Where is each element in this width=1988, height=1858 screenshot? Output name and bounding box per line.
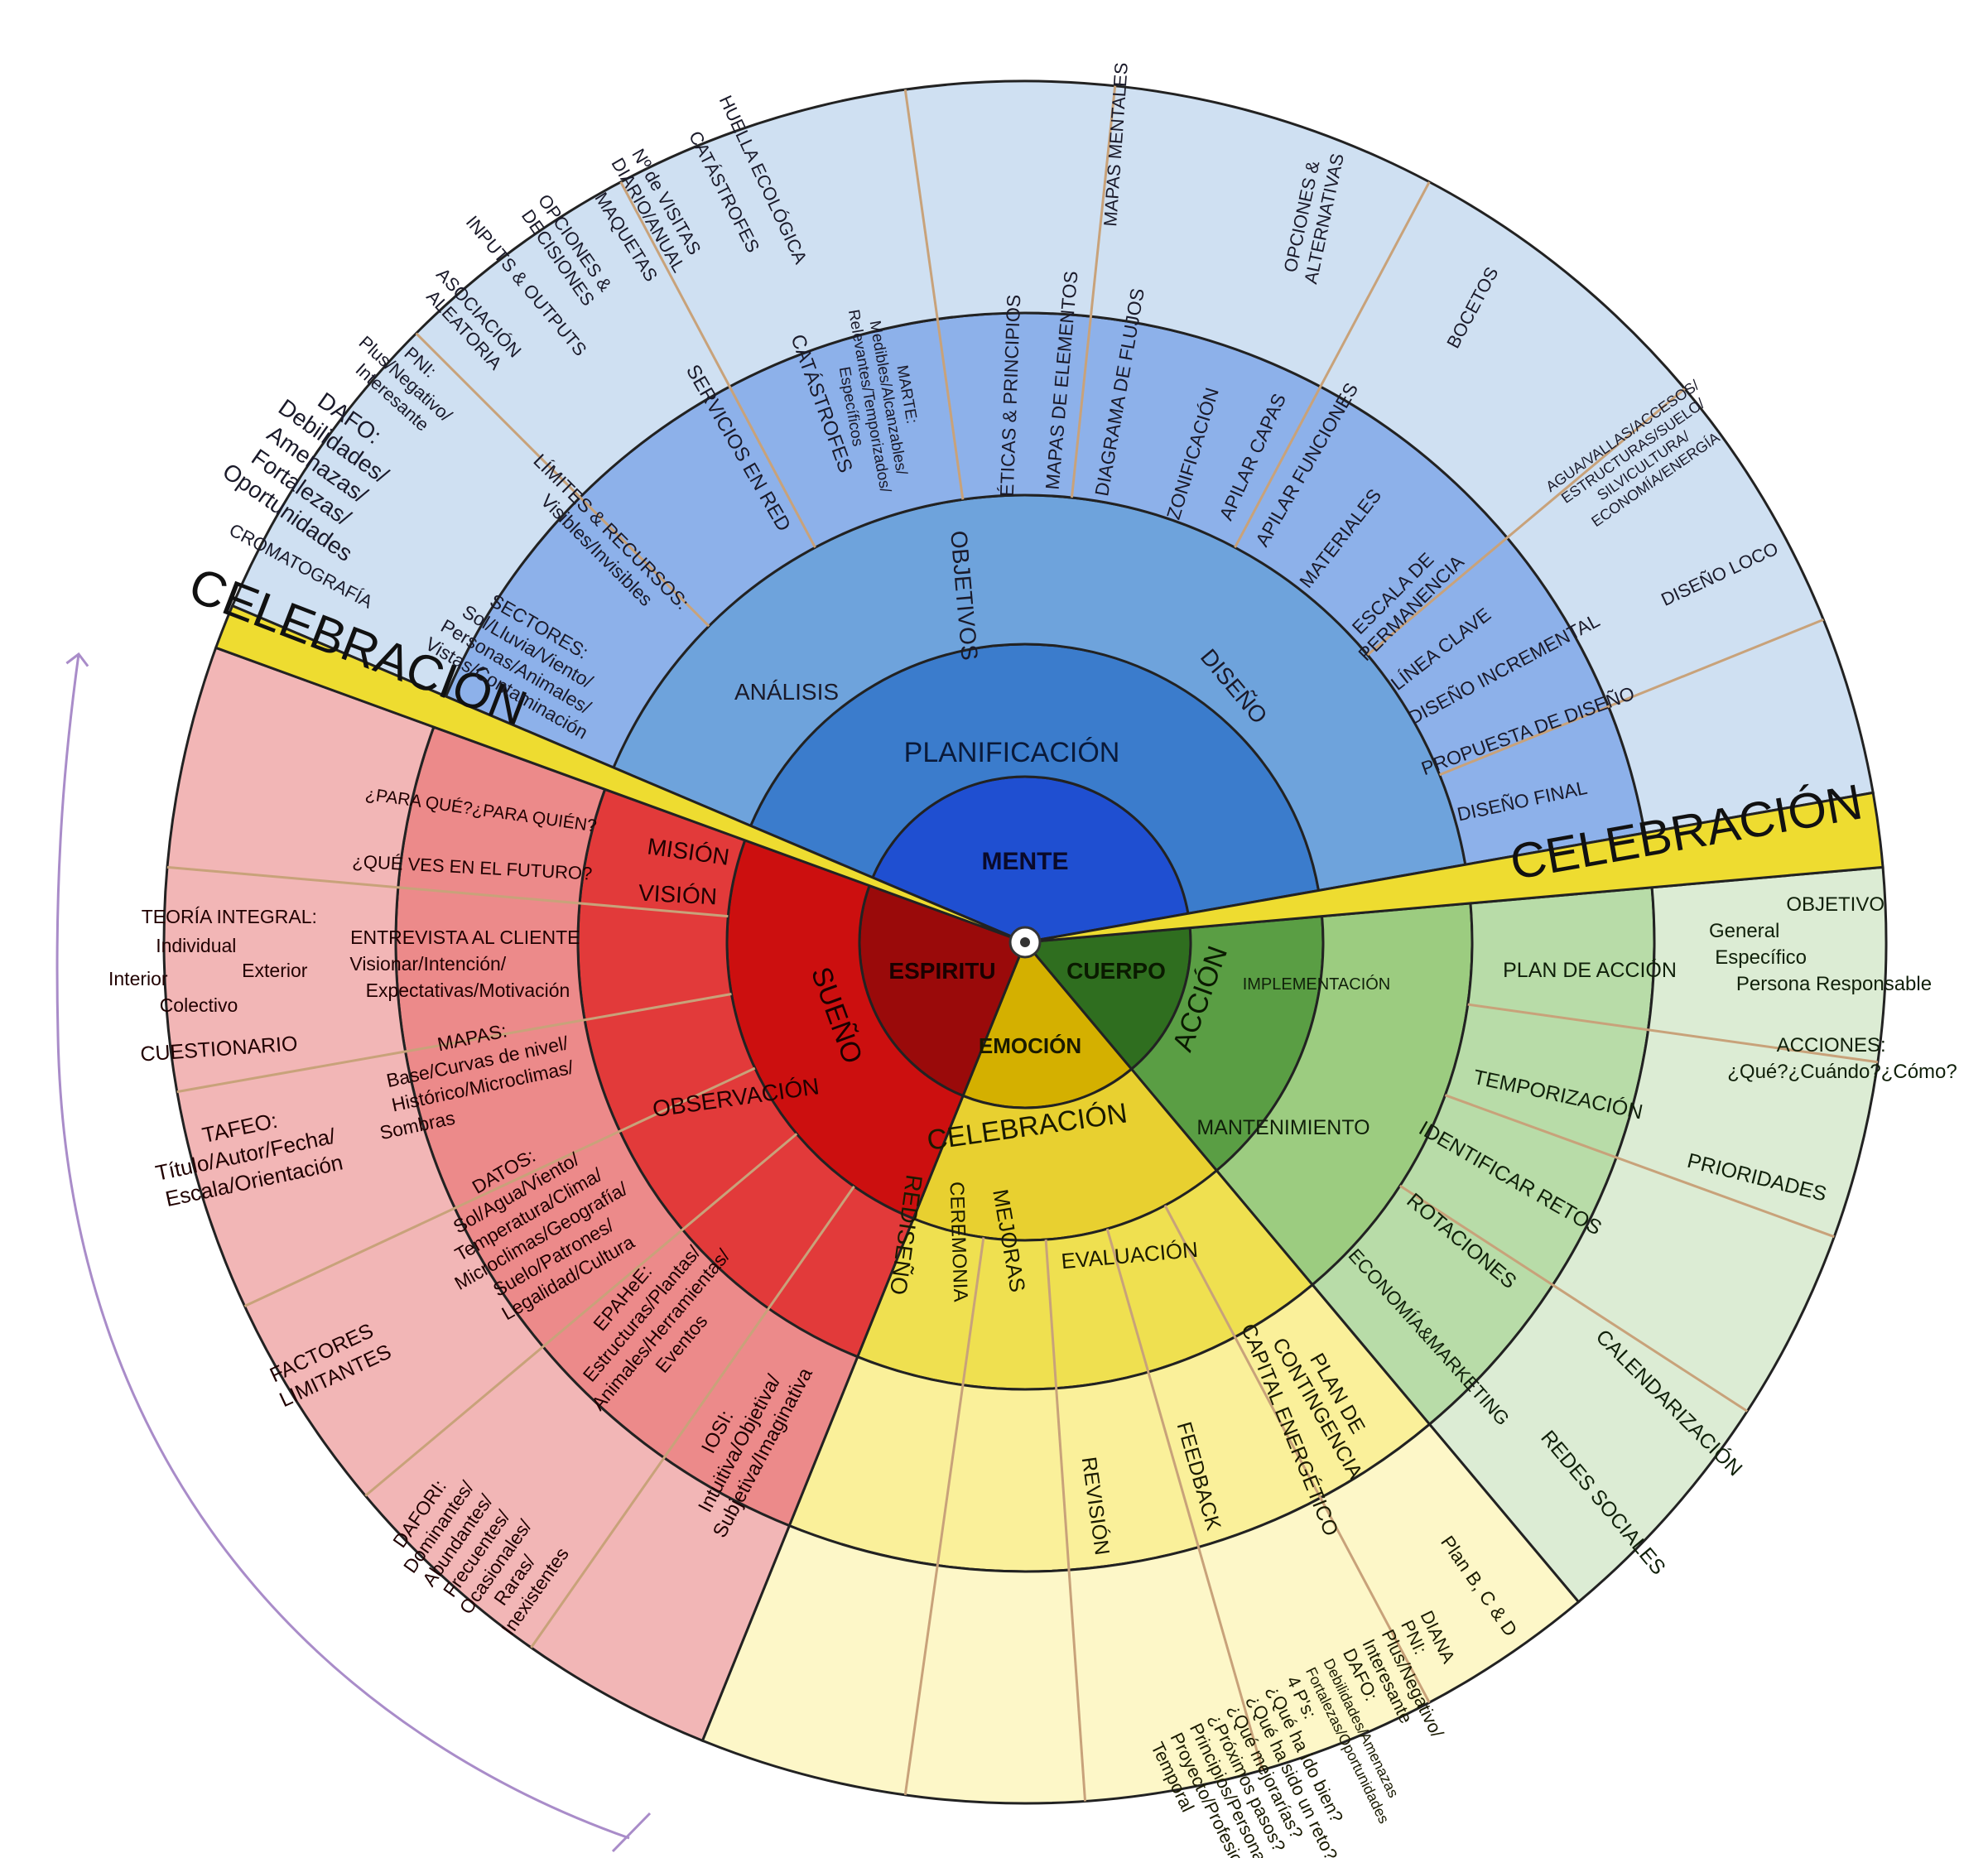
cycle-arrow-tail xyxy=(611,1812,652,1853)
dream-divider-1 xyxy=(364,1133,798,1497)
dream-divider-0 xyxy=(530,1186,855,1649)
dream-divider-2 xyxy=(243,1066,756,1307)
planning-ring-4 xyxy=(230,79,1875,835)
celebration-band-right-wedge xyxy=(1024,791,1885,944)
action-divider-0 xyxy=(1467,1003,1879,1064)
stage-vision: VISIÓN xyxy=(638,880,717,910)
celebration-divider-3 xyxy=(903,1237,985,1796)
celebration-ring-4 xyxy=(700,1422,1581,1805)
tool-data: DATOS: Sol/Agua/Viento/ Temperatura/Clim… xyxy=(413,1110,660,1337)
tool-action-plan: PLAN DE ACCIÓN xyxy=(1503,958,1677,982)
action-ring-4 xyxy=(1427,865,1888,1604)
planning-divider-1 xyxy=(619,181,816,548)
tool-sectors: SECTORES: Sol/Lluvia/Viento/ Personas/An… xyxy=(421,572,626,743)
action-divider-1 xyxy=(1444,1094,1835,1239)
celebration-divider-0 xyxy=(1163,1205,1431,1703)
stage-analysis: ANÁLISIS xyxy=(734,679,839,705)
planning-divider-0 xyxy=(415,332,710,628)
outer-dafori: DAFORI: Dominantes/ Abundantes/ Frecuent… xyxy=(379,1458,577,1644)
planning-divider-2 xyxy=(903,89,965,500)
dream-divider-4 xyxy=(166,865,729,918)
spirit-label: ESPIRITU xyxy=(888,958,995,984)
planning-divider-6 xyxy=(1439,619,1824,777)
mind-label: MENTE xyxy=(982,848,1069,875)
celebration-band-left-wedge xyxy=(214,604,1026,944)
celebration-divider-1 xyxy=(1105,1228,1264,1771)
cycle-arrow xyxy=(55,652,630,1840)
center-hub-dot xyxy=(1020,937,1030,947)
planning-divider-4 xyxy=(1234,181,1431,548)
stage-implementation: IMPLEMENTACIÓN xyxy=(1243,975,1391,994)
wheel-sectors xyxy=(162,79,1888,1805)
celebration-divider-2 xyxy=(1044,1239,1087,1802)
dream-section: MISIÓN VISIÓN OBSERVACIÓN ¿PARA QUÉ?¿PAR… xyxy=(108,785,821,1644)
dream-divider-3 xyxy=(176,993,732,1094)
stage-ceremony: CEREMONIA xyxy=(945,1182,971,1302)
stage-maintenance: MANTENIMIENTO xyxy=(1196,1116,1369,1139)
tool-interview: ENTREVISTA AL CLIENTE Visionar/Intención… xyxy=(349,927,585,1001)
phase-planning: PLANIFICACIÓN xyxy=(904,737,1120,768)
outer-actions: ACCIONES: ¿Qué?¿Cuándo?¿Cómo? xyxy=(1727,1034,1957,1083)
dream-ring-4 xyxy=(162,646,792,1743)
outer-objective: OBJETIVO General Específico Persona Resp… xyxy=(1709,893,1932,995)
body-label: CUERPO xyxy=(1066,958,1166,984)
outer-integral: TEORÍA INTEGRAL: Individual Interior Ext… xyxy=(108,906,322,1016)
planning-divider-5 xyxy=(1366,387,1686,657)
emotion-label: EMOCIÓN xyxy=(979,1033,1081,1058)
action-divider-2 xyxy=(1399,1184,1749,1413)
planning-divider-3 xyxy=(1070,85,1117,498)
